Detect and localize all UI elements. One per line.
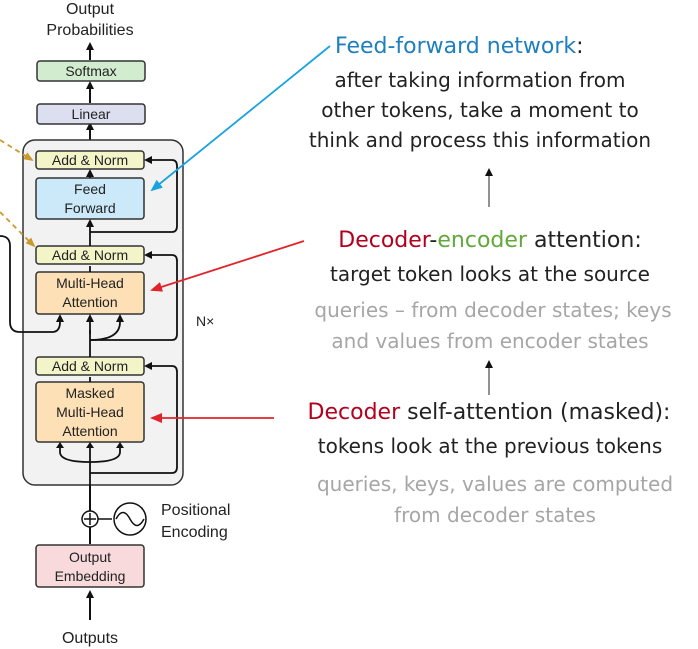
positional-encoding-label-2: Encoding	[161, 524, 228, 541]
self-gray2: from decoder states	[394, 503, 596, 527]
cross-gray1: queries – from decoder states; keys	[314, 298, 672, 322]
svg-text:Add & Norm: Add & Norm	[52, 358, 128, 374]
sine-wave-icon	[113, 502, 147, 536]
svg-text:Add & Norm: Add & Norm	[52, 247, 128, 263]
output-probabilities-label-1: Output	[66, 1, 115, 18]
svg-text:Attention: Attention	[62, 294, 117, 310]
cross-title-encoder: encoder	[437, 228, 527, 253]
residual-mha	[90, 251, 178, 341]
masked-multi-head-attention-block: Masked Multi-Head Attention	[35, 381, 145, 443]
encoder-dashed-line-2	[0, 211, 36, 248]
multi-head-attention-block: Multi-Head Attention	[35, 271, 145, 315]
self-line1: tokens look at the previous tokens	[317, 434, 663, 458]
cross-title: Decoder-encoder attention:	[290, 228, 690, 253]
ffn-line3: think and process this information	[308, 128, 652, 152]
self-title-decoder: Decoder	[307, 400, 401, 425]
add-norm-block-bottom: Add & Norm	[35, 356, 145, 376]
softmax-block: Softmax	[36, 60, 146, 82]
svg-text:Masked: Masked	[65, 385, 114, 401]
encoder-dashed-line-1	[0, 139, 34, 162]
cross-line1: target token looks at the source	[330, 262, 650, 286]
pointer-ffn	[150, 45, 331, 192]
masked-input-arrowheads	[56, 442, 124, 448]
ffn-title: Feed-forward network:	[335, 34, 584, 59]
cross-title-dash: -	[429, 228, 438, 253]
ffn-line1: after taking information from	[334, 68, 626, 92]
self-title-rest: self-attention (masked):	[400, 400, 671, 425]
feed-forward-block: Feed Forward	[35, 177, 145, 220]
positional-encoding-label-1: Positional	[161, 502, 230, 519]
cross-gray2: and values from encoder states	[331, 329, 649, 353]
svg-text:Multi-Head: Multi-Head	[56, 404, 124, 420]
outputs-label: Outputs	[62, 630, 118, 647]
add-norm-block-top: Add & Norm	[35, 150, 145, 170]
residual-ff	[90, 156, 178, 233]
svg-text:Add & Norm: Add & Norm	[52, 152, 128, 168]
svg-text:Softmax: Softmax	[65, 63, 116, 79]
svg-text:Forward: Forward	[64, 200, 115, 216]
svg-text:Multi-Head: Multi-Head	[56, 275, 124, 291]
svg-text:Output: Output	[69, 549, 111, 565]
self-gray1: queries, keys, values are computed	[316, 472, 674, 496]
cross-title-rest: attention:	[526, 228, 642, 253]
output-embedding-block: Output Embedding	[35, 544, 145, 588]
sum-icon	[81, 510, 99, 528]
pointer-cross-attention	[150, 240, 305, 292]
residual-masked	[90, 362, 178, 474]
add-norm-block-middle: Add & Norm	[35, 245, 145, 265]
ffn-title-text: Feed-forward network	[335, 34, 577, 59]
mha-input-query	[89, 316, 120, 357]
linear-block: Linear	[36, 103, 146, 125]
svg-text:Attention: Attention	[62, 423, 117, 439]
svg-text:Embedding: Embedding	[55, 568, 126, 584]
nx-label: N×	[196, 313, 214, 329]
ffn-line2: other tokens, take a moment to	[321, 98, 639, 122]
ffn-title-colon: :	[576, 34, 584, 59]
svg-text:Feed: Feed	[74, 181, 106, 197]
svg-text:Linear: Linear	[72, 106, 111, 122]
cross-title-decoder: Decoder	[338, 228, 430, 253]
output-probabilities-label-2: Probabilities	[46, 22, 133, 39]
masked-inputs	[59, 444, 121, 485]
encoder-kv-input	[0, 235, 64, 333]
self-title: Decoder self-attention (masked):	[284, 400, 694, 425]
